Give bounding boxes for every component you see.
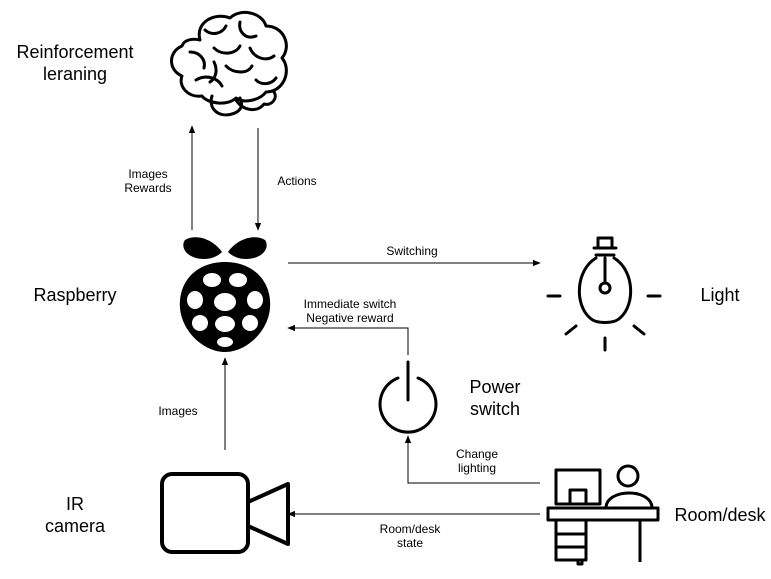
raspberry-pi-icon [179, 237, 271, 352]
node-label-light: Light [700, 285, 740, 305]
node-label-room-desk: Room/desk [674, 505, 766, 525]
node-label-raspberry: Raspberry [33, 285, 117, 305]
edge-label-actions: Actions [277, 174, 317, 188]
arrow-power-to-raspberry [287, 324, 409, 355]
arrow-room-to-power [404, 435, 540, 484]
desk-with-person-icon [546, 464, 660, 566]
edge-label-switching: Switching [386, 244, 438, 258]
arrows [188, 125, 541, 518]
video-camera-icon [160, 472, 290, 554]
edge-label-images: Images [158, 404, 198, 418]
brain-icon [170, 10, 288, 117]
light-bulb-icon [546, 236, 662, 352]
power-icon [378, 360, 438, 434]
